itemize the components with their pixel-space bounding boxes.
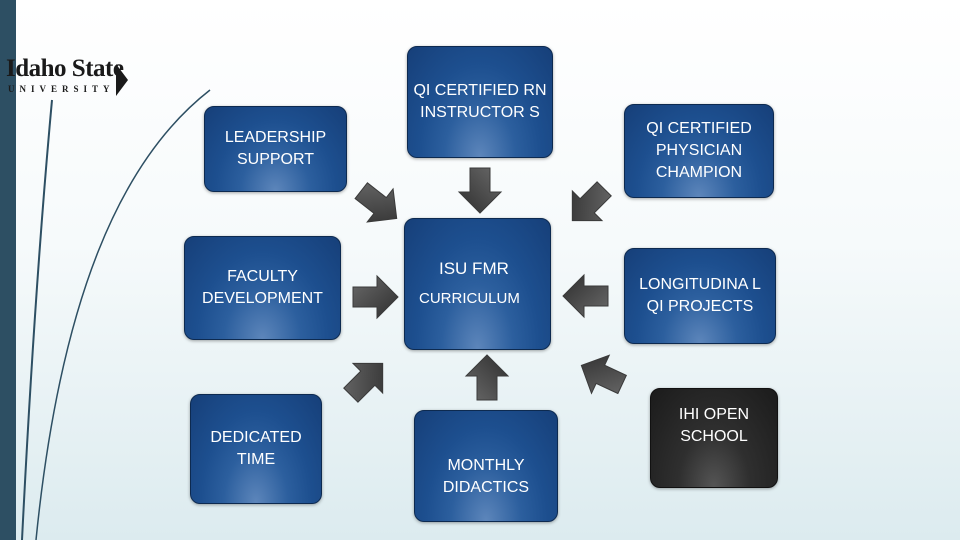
dedicated-time-label: DEDICATED TIME <box>210 429 302 468</box>
left-accent-bar <box>0 0 16 540</box>
ihi-open-school-box: IHI OPEN SCHOOL <box>650 388 778 488</box>
logo-wordmark: Idaho State <box>6 55 124 82</box>
university-logo: Idaho State UNIVERSITY <box>6 56 128 98</box>
physician-champion-label: QI CERTIFIED PHYSICIAN CHAMPION <box>646 120 752 181</box>
arrow-from-rn-instructors <box>458 167 502 214</box>
monthly-didactics-box: MONTHLY DIDACTICS <box>414 410 558 522</box>
decorative-swoosh <box>21 89 211 540</box>
arrow-from-ihi-open-school <box>571 345 632 404</box>
arrow-from-longitudinal-qi <box>562 274 609 318</box>
dedicated-time-box: DEDICATED TIME <box>190 394 322 504</box>
logo-subtitle: UNIVERSITY <box>8 84 115 94</box>
longitudinal-qi-label: LONGITUDINA L QI PROJECTS <box>639 276 761 315</box>
curriculum-title: ISU FMR <box>439 259 509 278</box>
faculty-development-box: FACULTY DEVELOPMENT <box>184 236 341 340</box>
arrow-from-faculty-development <box>352 275 399 319</box>
rn-instructors-label: QI CERTIFIED RN INSTRUCTOR S <box>413 82 547 121</box>
curriculum-center-box: ISU FMR CURRICULUM <box>404 218 551 350</box>
physician-champion-box: QI CERTIFIED PHYSICIAN CHAMPION <box>624 104 774 198</box>
leadership-support-box: LEADERSHIP SUPPORT <box>204 106 347 192</box>
logo-arrow-icon <box>116 64 128 96</box>
faculty-development-label: FACULTY DEVELOPMENT <box>202 268 323 307</box>
curriculum-subtitle: CURRICULUM <box>419 290 520 307</box>
monthly-didactics-label: MONTHLY DIDACTICS <box>442 457 530 496</box>
arrow-from-physician-champion <box>556 173 620 237</box>
arrow-from-leadership <box>347 173 411 236</box>
longitudinal-qi-box: LONGITUDINA L QI PROJECTS <box>624 248 776 344</box>
leadership-support-label: LEADERSHIP SUPPORT <box>224 129 327 168</box>
ihi-open-school-label: IHI OPEN SCHOOL <box>678 406 750 445</box>
arrow-from-dedicated-time <box>335 347 399 411</box>
rn-instructors-box: QI CERTIFIED RN INSTRUCTOR S <box>407 46 553 158</box>
arrow-from-monthly-didactics <box>465 354 509 401</box>
